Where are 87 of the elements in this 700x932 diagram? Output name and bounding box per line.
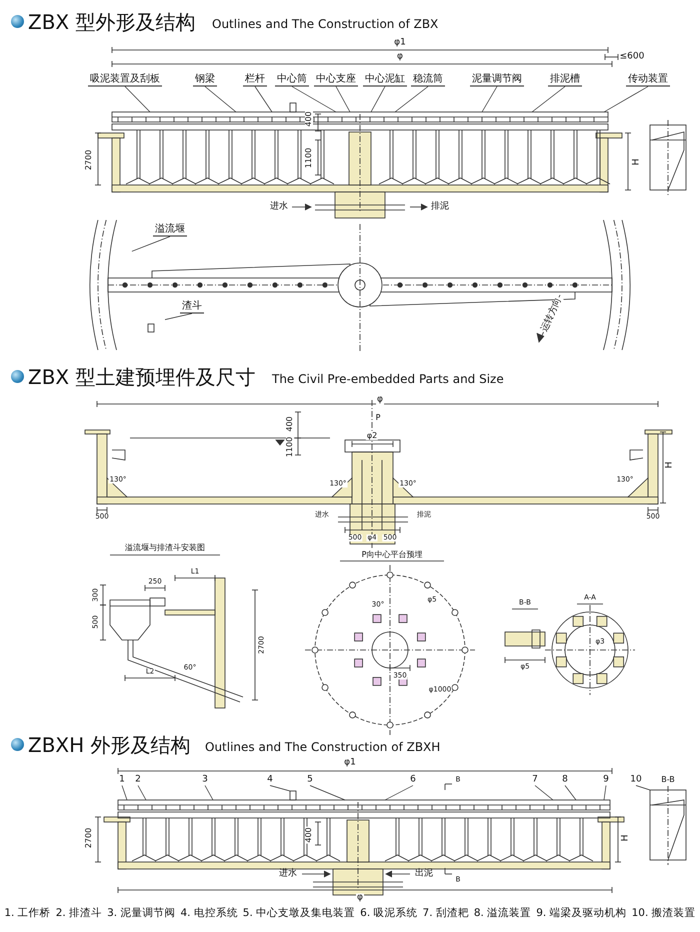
part-list-item: 7. 刮渣耙 bbox=[422, 906, 469, 920]
part-list-item: 10. 搬渣装置 bbox=[632, 906, 696, 920]
leader-line bbox=[132, 236, 170, 252]
leader-line bbox=[336, 86, 350, 112]
callout-number: 9 bbox=[601, 774, 611, 786]
part-list-item: 6. 吸泥系统 bbox=[360, 906, 418, 920]
leader-line bbox=[394, 86, 428, 112]
callout-number: 4 bbox=[265, 774, 275, 786]
section-heading: ZBX 型外形及结构 bbox=[28, 12, 196, 32]
part-list-item: 9. 端梁及驱动机构 bbox=[536, 906, 627, 920]
dimension-label: 400 bbox=[286, 415, 294, 433]
callout-label: 渣斗 bbox=[180, 300, 204, 314]
leader-line bbox=[604, 785, 606, 800]
leader-line bbox=[482, 86, 498, 112]
dimension-label: φ1 bbox=[393, 38, 407, 48]
callout-label: 排泥槽 bbox=[548, 74, 582, 86]
dimension-label: φ1 bbox=[343, 758, 357, 768]
callout-label: 传动装置 bbox=[626, 74, 670, 86]
callout-number: 6 bbox=[408, 774, 418, 786]
dimension-label: ≤600 bbox=[618, 52, 646, 62]
dimension-label: 2700 bbox=[85, 826, 93, 850]
leader-line bbox=[270, 785, 290, 792]
dimension-label: φ bbox=[376, 396, 384, 404]
section-heading: ZBXH 外形及结构 bbox=[28, 735, 191, 755]
detail-title: 溢流堰与排渣斗安装图 bbox=[124, 544, 206, 552]
leader-line bbox=[254, 86, 272, 112]
detail-title: P向中心平台预埋 bbox=[360, 551, 424, 559]
part-list-item: 2. 排渣斗 bbox=[56, 906, 102, 920]
bridge-beam bbox=[118, 800, 610, 810]
leader-line bbox=[310, 785, 346, 800]
part-list-item: 8. 溢流装置 bbox=[474, 906, 532, 920]
leader-line bbox=[636, 785, 650, 790]
flow-label: 出泥 bbox=[414, 870, 434, 878]
callout-label: 溢流堰 bbox=[153, 224, 187, 236]
flow-label: 排泥 bbox=[430, 202, 450, 212]
section-subheading: Outlines and The Construction of ZBXH bbox=[205, 741, 440, 753]
callout-number: 7 bbox=[530, 774, 540, 786]
leader-line bbox=[292, 86, 336, 112]
callout-label: 吸泥装置及刮板 bbox=[88, 74, 162, 86]
dimension-label: H bbox=[632, 158, 642, 166]
dimension-label: H bbox=[666, 460, 674, 470]
callout-label: 泥量调节阀 bbox=[470, 74, 524, 86]
leader-line bbox=[124, 86, 150, 112]
dimension-label: φ bbox=[356, 894, 364, 902]
callout-label: 栏杆 bbox=[243, 74, 267, 86]
flow-label: 进水 bbox=[278, 870, 298, 878]
part-list-item: 5. 中心支墩及集电装置 bbox=[242, 906, 356, 920]
callout-number: 8 bbox=[560, 774, 570, 786]
leader-line bbox=[204, 785, 214, 800]
leader-line bbox=[532, 86, 566, 112]
leader-line bbox=[604, 86, 648, 112]
part-list-item: 3. 泥量调节阀 bbox=[107, 906, 176, 920]
dimension-label: H bbox=[622, 834, 630, 842]
section-subheading: The Civil Pre-embedded Parts and Size bbox=[272, 373, 504, 385]
part-list-item: 1. 工作桥 bbox=[4, 906, 51, 920]
callout-number: 10 bbox=[628, 774, 644, 786]
dimension-label: 1100 bbox=[286, 436, 294, 458]
callout-number: 1 bbox=[117, 774, 127, 786]
leader-line bbox=[370, 86, 386, 112]
callout-label: 钢梁 bbox=[193, 74, 217, 86]
leader-line bbox=[564, 785, 576, 800]
control-box bbox=[290, 790, 296, 800]
dimension-label: φ bbox=[396, 52, 404, 62]
leader-line bbox=[384, 785, 414, 800]
leader-line bbox=[534, 785, 554, 800]
dimension-label: 2700 bbox=[85, 148, 93, 172]
callout-number: 2 bbox=[133, 774, 143, 786]
callout-label: 稳流筒 bbox=[411, 74, 445, 86]
dimension-label: P bbox=[374, 414, 382, 422]
flow-label: 进水 bbox=[269, 202, 289, 212]
dimension-label: 1100 bbox=[305, 146, 313, 170]
section-subheading: Outlines and The Construction of ZBX bbox=[212, 18, 438, 30]
leader-line bbox=[204, 86, 236, 112]
leader-line bbox=[164, 313, 192, 320]
callout-label: 中心支座 bbox=[314, 74, 358, 86]
leader-line bbox=[122, 785, 128, 800]
detail-title: B-B bbox=[660, 776, 676, 784]
part-list-item: 4. 电控系统 bbox=[180, 906, 238, 920]
callout-label: 中心筒 bbox=[275, 74, 309, 86]
section-heading: ZBX 型土建预埋件及尺寸 bbox=[28, 367, 256, 387]
dimension-label: 400 bbox=[305, 110, 313, 128]
leader-line bbox=[138, 785, 146, 800]
callout-number: 5 bbox=[305, 774, 315, 786]
dimension-label: 400 bbox=[305, 826, 313, 844]
dimension-label: φ2 bbox=[366, 432, 378, 440]
callout-number: 3 bbox=[200, 774, 210, 786]
callout-label: 中心泥缸 bbox=[363, 74, 407, 86]
